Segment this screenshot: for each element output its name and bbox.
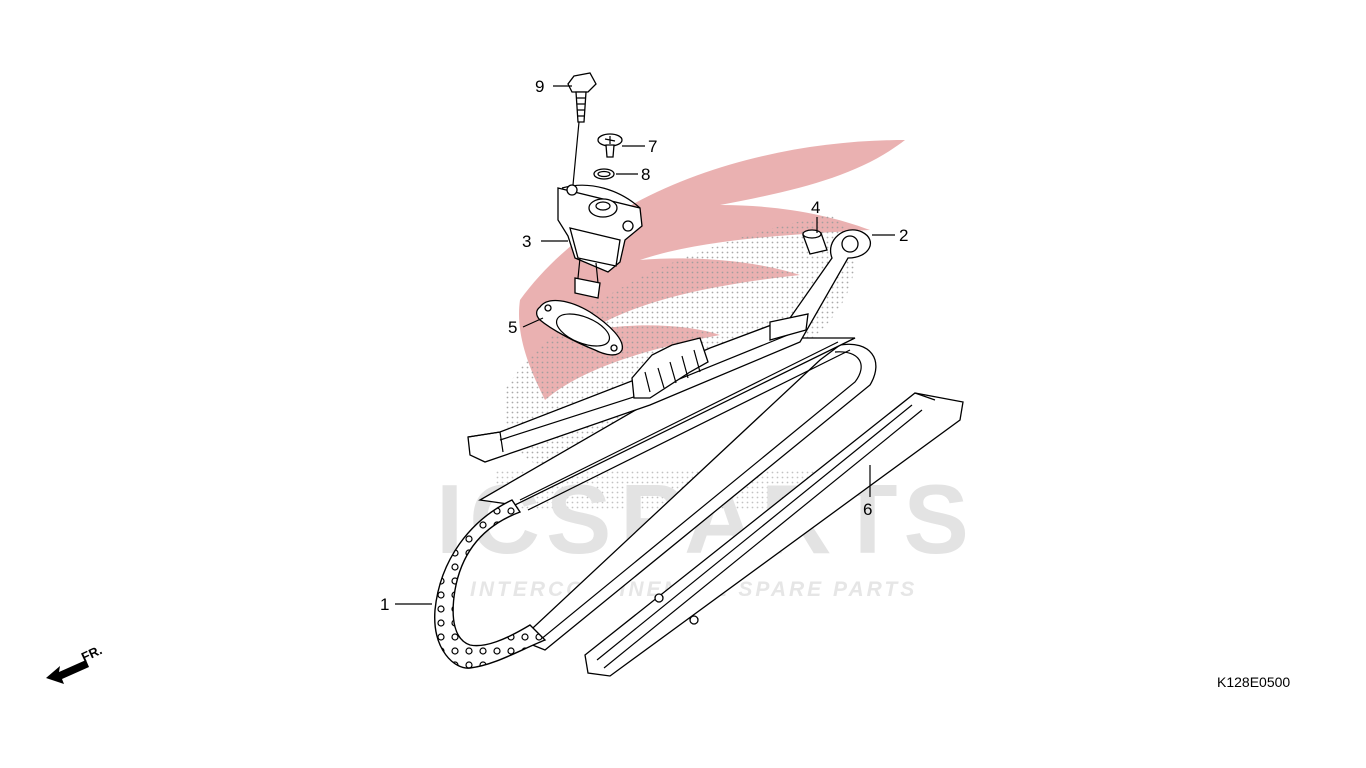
tensioner-lifter-part xyxy=(557,184,643,299)
chain-guide-part xyxy=(584,392,964,677)
o-ring-part xyxy=(593,168,615,180)
callout-2: 2 xyxy=(899,226,908,245)
callout-9: 9 xyxy=(535,77,544,96)
chain-links xyxy=(434,499,547,669)
gasket-part xyxy=(535,299,623,356)
callout-3: 3 xyxy=(522,232,531,251)
screw-part xyxy=(597,133,623,158)
callout-6: 6 xyxy=(863,500,872,519)
cam-chain-part xyxy=(434,337,877,669)
bolt-part xyxy=(567,72,597,186)
leader-lines xyxy=(395,85,895,605)
callout-4: 4 xyxy=(811,198,820,217)
callout-8: 8 xyxy=(641,165,650,184)
callout-1: 1 xyxy=(380,595,389,614)
callout-labels: 1 2 3 4 5 6 7 8 9 xyxy=(380,77,908,614)
front-arrow-icon xyxy=(46,660,89,684)
diagram-code: K128E0500 xyxy=(1217,674,1290,690)
front-direction-indicator: FR. xyxy=(46,642,104,684)
callout-7: 7 xyxy=(648,137,657,156)
tensioner-arm-part xyxy=(467,229,872,463)
front-label: FR. xyxy=(79,642,104,664)
callout-5: 5 xyxy=(508,318,517,337)
